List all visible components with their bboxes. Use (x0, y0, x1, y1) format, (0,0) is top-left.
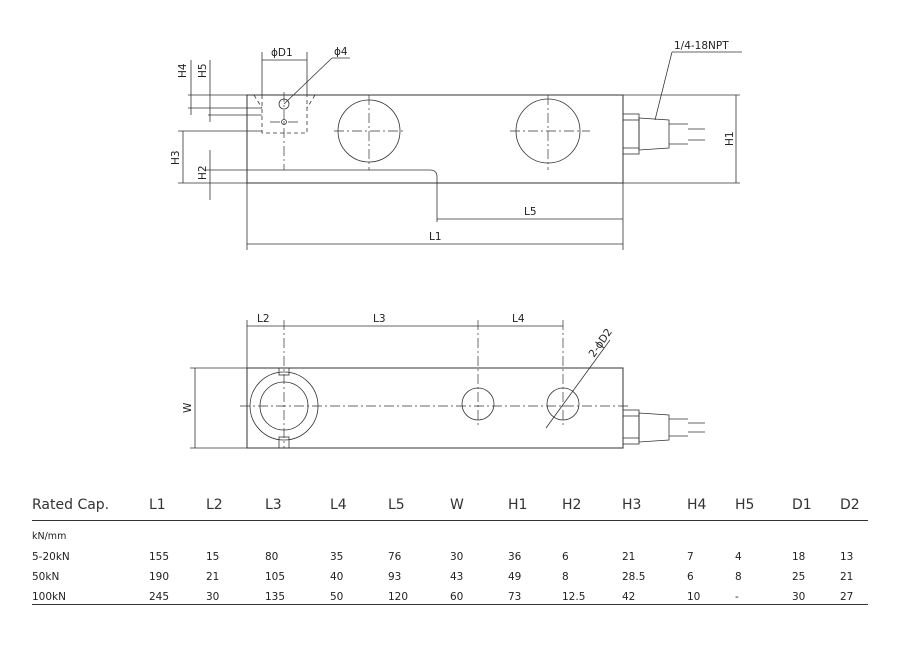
table-cell: 27 (840, 591, 854, 603)
header-l1: L1 (149, 497, 166, 513)
cable-connector-side (622, 113, 705, 155)
header-l2: L2 (206, 497, 223, 513)
table-cell: 100kN (32, 591, 66, 603)
top-view: L2 L3 L4 W 2-ϕD2 (182, 313, 705, 449)
header-h4: H4 (687, 497, 707, 513)
counterbore-hidden-lines (253, 94, 316, 134)
table-cell: 60 (450, 591, 464, 603)
table-row: 5-20kN 155 15 80 35 76 30 36 6 21 7 4 18… (32, 547, 868, 567)
table-bottom-rule (32, 604, 868, 605)
table-cell: 76 (388, 551, 402, 563)
table-cell: 43 (450, 571, 464, 583)
header-h5: H5 (735, 497, 755, 513)
top-view-body (246, 367, 624, 449)
table-row: 100kN 245 30 135 50 120 60 73 12.5 42 10… (32, 587, 868, 607)
table-cell: 21 (206, 571, 220, 583)
table-cell: 36 (508, 551, 522, 563)
label-thread: 1/4-18NPT (674, 40, 729, 52)
table-cell: 35 (330, 551, 344, 563)
table-cell: 12.5 (562, 591, 586, 603)
table-cell: 135 (265, 591, 286, 603)
table-cell: 49 (508, 571, 522, 583)
table-cell: 190 (149, 571, 170, 583)
table-cell: 25 (792, 571, 806, 583)
header-h2: H2 (562, 497, 582, 513)
table-cell: 80 (265, 551, 279, 563)
table-cell: 10 (687, 591, 701, 603)
label-h3: H3 (170, 150, 182, 165)
table-cell: 6 (687, 571, 694, 583)
cable-connector-top (622, 409, 705, 445)
table-cell: 8 (562, 571, 569, 583)
label-h2: H2 (197, 165, 209, 180)
table-cell: 15 (206, 551, 220, 563)
table-cell: 13 (840, 551, 854, 563)
label-l3: L3 (373, 313, 386, 325)
table-cell: 50kN (32, 571, 60, 583)
label-phi-4: ϕ4 (334, 46, 348, 58)
side-view: ϕD1 ϕ4 H4 H5 H3 H2 H1 1/4-18NPT (170, 40, 742, 250)
table-cell: 50 (330, 591, 344, 603)
table-cell: 21 (622, 551, 636, 563)
table-cell: 30 (206, 591, 220, 603)
table-cell: 93 (388, 571, 402, 583)
label-h4: H4 (177, 63, 189, 78)
table-cell: 40 (330, 571, 344, 583)
table-cell: 4 (735, 551, 742, 563)
spec-table: Rated Cap. L1 L2 L3 L4 L5 W H1 H2 H3 H4 … (32, 492, 868, 607)
counterbore-outer (249, 371, 319, 441)
table-cell: 120 (388, 591, 409, 603)
table-cell: 30 (792, 591, 806, 603)
label-h5: H5 (197, 63, 209, 78)
header-l5: L5 (388, 497, 405, 513)
header-l4: L4 (330, 497, 347, 513)
table-cell: - (735, 591, 739, 603)
label-l5: L5 (524, 206, 537, 218)
header-rated-cap: Rated Cap. (32, 497, 110, 513)
header-w: W (450, 497, 464, 513)
table-cell: 8 (735, 571, 742, 583)
table-cell: 105 (265, 571, 286, 583)
label-l2: L2 (257, 313, 270, 325)
table-cell: 7 (687, 551, 694, 563)
table-header-row: Rated Cap. L1 L2 L3 L4 L5 W H1 H2 H3 H4 … (32, 492, 868, 521)
table-cell: 28.5 (622, 571, 646, 583)
table-cell: 6 (562, 551, 569, 563)
table-unit-row: kN/mm (32, 527, 868, 547)
header-d2: D2 (840, 497, 860, 513)
side-view-slot (247, 169, 438, 222)
label-h1: H1 (724, 131, 736, 146)
table-cell: 30 (450, 551, 464, 563)
table-cell: 155 (149, 551, 170, 563)
label-l4: L4 (512, 313, 525, 325)
header-h1: H1 (508, 497, 528, 513)
unit-label: kN/mm (32, 531, 67, 542)
table-cell: 42 (622, 591, 636, 603)
table-cell: 5-20kN (32, 551, 70, 563)
table-row: 50kN 190 21 105 40 93 43 49 8 28.5 6 8 2… (32, 567, 868, 587)
header-h3: H3 (622, 497, 642, 513)
label-w: W (182, 402, 194, 413)
table-cell: 245 (149, 591, 170, 603)
label-l1: L1 (429, 231, 442, 243)
header-d1: D1 (792, 497, 812, 513)
technical-drawing: ϕD1 ϕ4 H4 H5 H3 H2 H1 1/4-18NPT (170, 40, 742, 449)
label-phi-d1: ϕD1 (271, 47, 293, 59)
label-d2-holes: 2-ϕD2 (587, 326, 615, 359)
table-cell: 21 (840, 571, 854, 583)
table-cell: 73 (508, 591, 522, 603)
table-cell: 18 (792, 551, 806, 563)
header-l3: L3 (265, 497, 282, 513)
